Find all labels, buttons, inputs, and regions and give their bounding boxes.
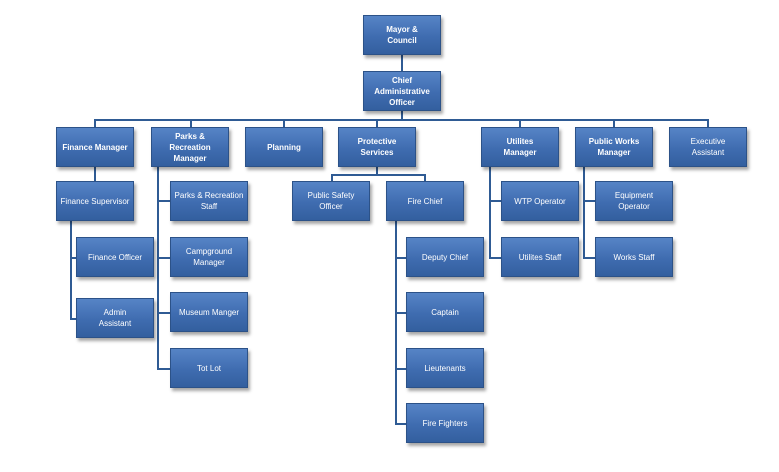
connector <box>157 312 171 314</box>
connector <box>94 119 96 128</box>
connector <box>157 257 171 259</box>
campground-manager-box: Campground Manager <box>170 237 248 277</box>
connector <box>331 174 425 176</box>
parks-recreation-staff-box: Parks & Recreation Staff <box>170 181 248 221</box>
wtp-operator-box: WTP Operator <box>501 181 579 221</box>
connector <box>613 119 615 128</box>
connector <box>583 166 585 259</box>
public-safety-officer-box: Public Safety Officer <box>292 181 370 221</box>
connector <box>489 257 503 259</box>
finance-manager-box: Finance Manager <box>56 127 134 167</box>
parks-recreation-manager-box: Parks & Recreation Manager <box>151 127 229 167</box>
connector <box>70 257 78 259</box>
fire-fighters-box: Fire Fighters <box>406 403 484 443</box>
connector <box>157 166 159 370</box>
connector <box>70 318 78 320</box>
connector <box>395 423 407 425</box>
fire-chief-box: Fire Chief <box>386 181 464 221</box>
finance-supervisor-box: Finance Supervisor <box>56 181 134 221</box>
connector <box>283 119 285 128</box>
connector <box>94 119 708 121</box>
works-staff-box: Works Staff <box>595 237 673 277</box>
connector <box>376 166 378 175</box>
connector <box>94 166 96 182</box>
finance-officer-box: Finance Officer <box>76 237 154 277</box>
connector <box>395 257 407 259</box>
planning-box: Planning <box>245 127 323 167</box>
connector <box>401 110 403 120</box>
connector <box>70 221 72 319</box>
connector <box>489 166 491 259</box>
public-works-manager-box: Public Works Manager <box>575 127 653 167</box>
museum-manager-box: Museum Manger <box>170 292 248 332</box>
connector <box>190 119 192 128</box>
equipment-operator-box: Equipment Operator <box>595 181 673 221</box>
connector <box>519 119 521 128</box>
connector <box>489 200 503 202</box>
captain-box: Captain <box>406 292 484 332</box>
tot-lot-box: Tot Lot <box>170 348 248 388</box>
connector <box>395 312 407 314</box>
connector <box>157 368 171 370</box>
connector <box>395 221 397 425</box>
utilities-manager-box: Utilites Manager <box>481 127 559 167</box>
connector <box>583 257 597 259</box>
connector <box>707 119 709 128</box>
connector <box>157 200 171 202</box>
executive-assistant-box: Executive Assistant <box>669 127 747 167</box>
connector <box>401 54 403 72</box>
connector <box>331 174 333 182</box>
utilities-staff-box: Utilites Staff <box>501 237 579 277</box>
protective-services-box: Protective Services <box>338 127 416 167</box>
connector <box>376 119 378 128</box>
admin-assistant-box: Admin Assistant <box>76 298 154 338</box>
connector <box>424 174 426 182</box>
deputy-chief-box: Deputy Chief <box>406 237 484 277</box>
mayor-council-box: Mayor & Council <box>363 15 441 55</box>
connector <box>395 368 407 370</box>
connector <box>583 200 597 202</box>
lieutenants-box: Lieutenants <box>406 348 484 388</box>
chief-administrative-officer-box: Chief Administrative Officer <box>363 71 441 111</box>
